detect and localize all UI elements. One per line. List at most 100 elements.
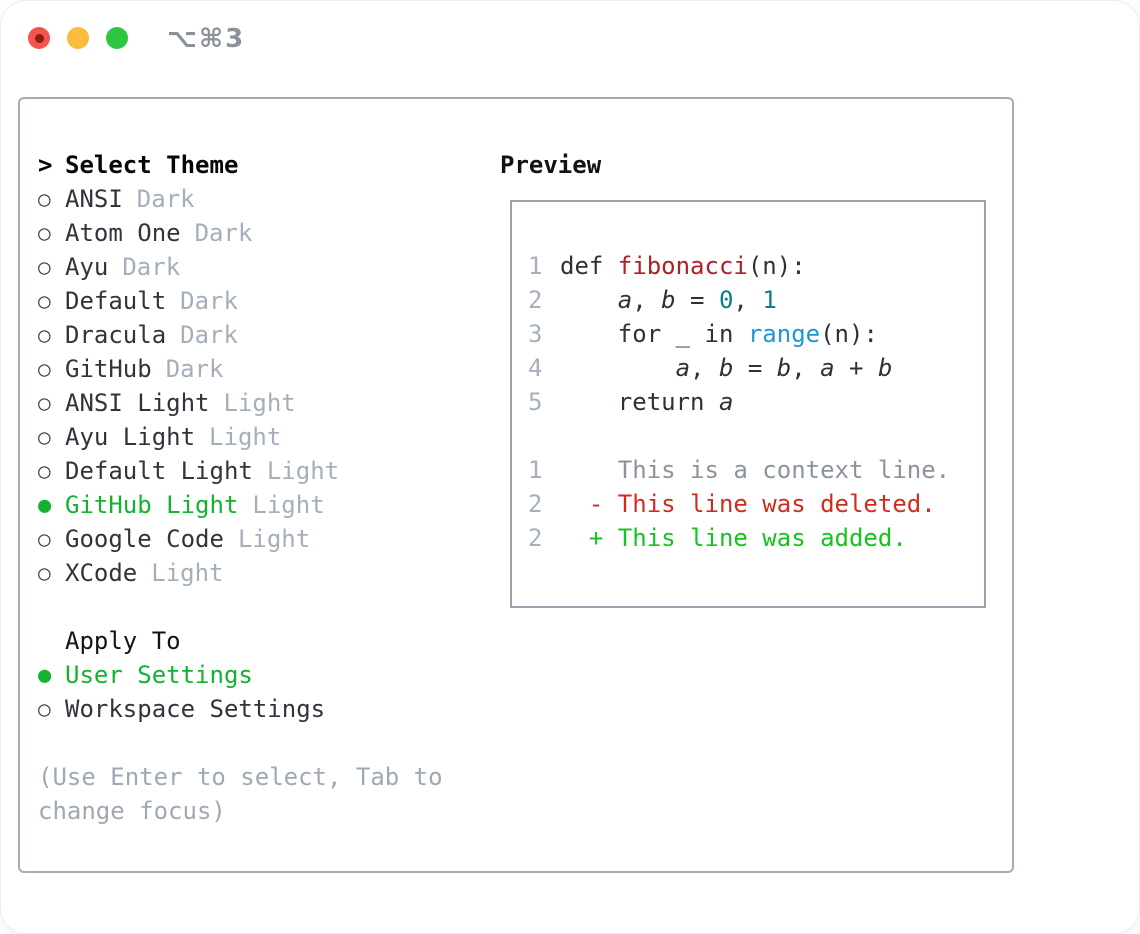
select-theme-header: >Select Theme: [38, 148, 498, 182]
spacer-row: [38, 726, 498, 760]
preview-title: Preview: [500, 151, 602, 179]
theme-variant: Light: [223, 389, 296, 417]
code-segment: ,: [791, 354, 821, 382]
line-number: 5: [528, 388, 543, 416]
code-segment: a: [675, 354, 691, 382]
code-line: 5 return a: [528, 385, 950, 419]
code-line: 2 + This line was added.: [528, 521, 950, 555]
radio-unselected-icon: ○: [38, 357, 51, 381]
line-number: 1: [528, 456, 543, 484]
radio-unselected-icon: ○: [38, 527, 51, 551]
code-segment: b: [877, 354, 893, 382]
traffic-lights: [28, 27, 128, 49]
code-segment: ,: [733, 286, 763, 314]
theme-option-xcode[interactable]: ○ XCode Light: [38, 556, 498, 590]
code-segment: 0: [718, 286, 734, 314]
code-segment: b: [776, 354, 792, 382]
code-segment: for _ in: [560, 320, 748, 348]
radio-unselected-icon: ○: [38, 459, 51, 483]
window-title: ⌥⌘3: [167, 24, 246, 54]
code-segment: This is a context line.: [560, 456, 951, 484]
blank-line: [528, 419, 950, 453]
code-text: + This line was added.: [560, 524, 907, 552]
radio-unselected-icon: ○: [38, 561, 51, 585]
theme-variant: Dark: [136, 185, 195, 213]
radio-unselected-icon: ○: [38, 323, 51, 347]
theme-name: GitHub Light: [65, 491, 239, 519]
line-number: 2: [528, 286, 543, 314]
line-number: 2: [528, 524, 543, 552]
apply-option-workspace-settings[interactable]: ○Workspace Settings: [38, 692, 498, 726]
code-segment: range: [747, 320, 821, 348]
code-segment: +: [834, 354, 878, 382]
zoom-button[interactable]: [106, 27, 128, 49]
radio-unselected-icon: ○: [38, 289, 51, 313]
theme-name: Ayu: [65, 253, 109, 281]
code-text: a, b = 0, 1: [560, 286, 777, 314]
theme-option-ansi-light[interactable]: ○ ANSI Light Light: [38, 386, 498, 420]
theme-variant: Light: [209, 423, 282, 451]
code-segment: a: [820, 354, 835, 382]
prompt-icon: >: [38, 151, 53, 179]
apply-option-user-settings[interactable]: ●User Settings: [38, 658, 498, 692]
code-segment: return: [560, 388, 719, 416]
code-segment: - This line was deleted.: [560, 490, 936, 518]
code-line: 4 a, b = b, a + b: [528, 351, 950, 385]
code-segment: b: [718, 354, 734, 382]
code-segment: (n):: [820, 320, 878, 348]
code-segment: (n):: [747, 252, 806, 280]
code-segment: =: [675, 286, 719, 314]
theme-name: XCode: [65, 559, 138, 587]
theme-name: Google Code: [65, 525, 224, 553]
theme-name: Dracula: [65, 321, 167, 349]
theme-variant: Dark: [180, 321, 238, 349]
minimize-button[interactable]: [67, 27, 89, 49]
code-text: a, b = b, a + b: [560, 354, 893, 382]
radio-unselected-icon: ○: [38, 697, 51, 721]
code-line: 1 This is a context line.: [528, 453, 950, 487]
code-segment: 1: [762, 286, 777, 314]
theme-variant: Light: [151, 559, 224, 587]
theme-name: Ayu Light: [65, 423, 196, 451]
hint-line-2: change focus): [38, 797, 226, 825]
apply-to-list: ●User Settings○Workspace Settings: [38, 658, 498, 726]
code-segment: fibonacci: [617, 252, 748, 280]
code-line: 3 for _ in range(n):: [528, 317, 950, 351]
theme-name: GitHub: [65, 355, 152, 383]
code-line: 2 a, b = 0, 1: [528, 283, 950, 317]
line-number: 3: [528, 320, 543, 348]
theme-variant: Light: [252, 491, 325, 519]
theme-option-ayu[interactable]: ○ Ayu Dark: [38, 250, 498, 284]
code-segment: a: [617, 286, 633, 314]
code-segment: [560, 286, 618, 314]
radio-unselected-icon: ○: [38, 187, 51, 211]
radio-unselected-icon: ○: [38, 255, 51, 279]
close-button[interactable]: [28, 27, 50, 49]
theme-option-dracula[interactable]: ○ Dracula Dark: [38, 318, 498, 352]
hint-line-1: (Use Enter to select, Tab to: [38, 763, 443, 791]
code-text: for _ in range(n):: [560, 320, 878, 348]
theme-name: Atom One: [65, 219, 181, 247]
theme-variant: Dark: [122, 253, 181, 281]
code-text: return a: [560, 388, 734, 416]
theme-name: ANSI Light: [65, 389, 210, 417]
code-segment: ,: [690, 354, 719, 382]
code-segment: ,: [632, 286, 662, 314]
theme-name: Default Light: [65, 457, 253, 485]
code-segment: + This line was added.: [560, 524, 907, 552]
radio-unselected-icon: ○: [38, 391, 51, 415]
